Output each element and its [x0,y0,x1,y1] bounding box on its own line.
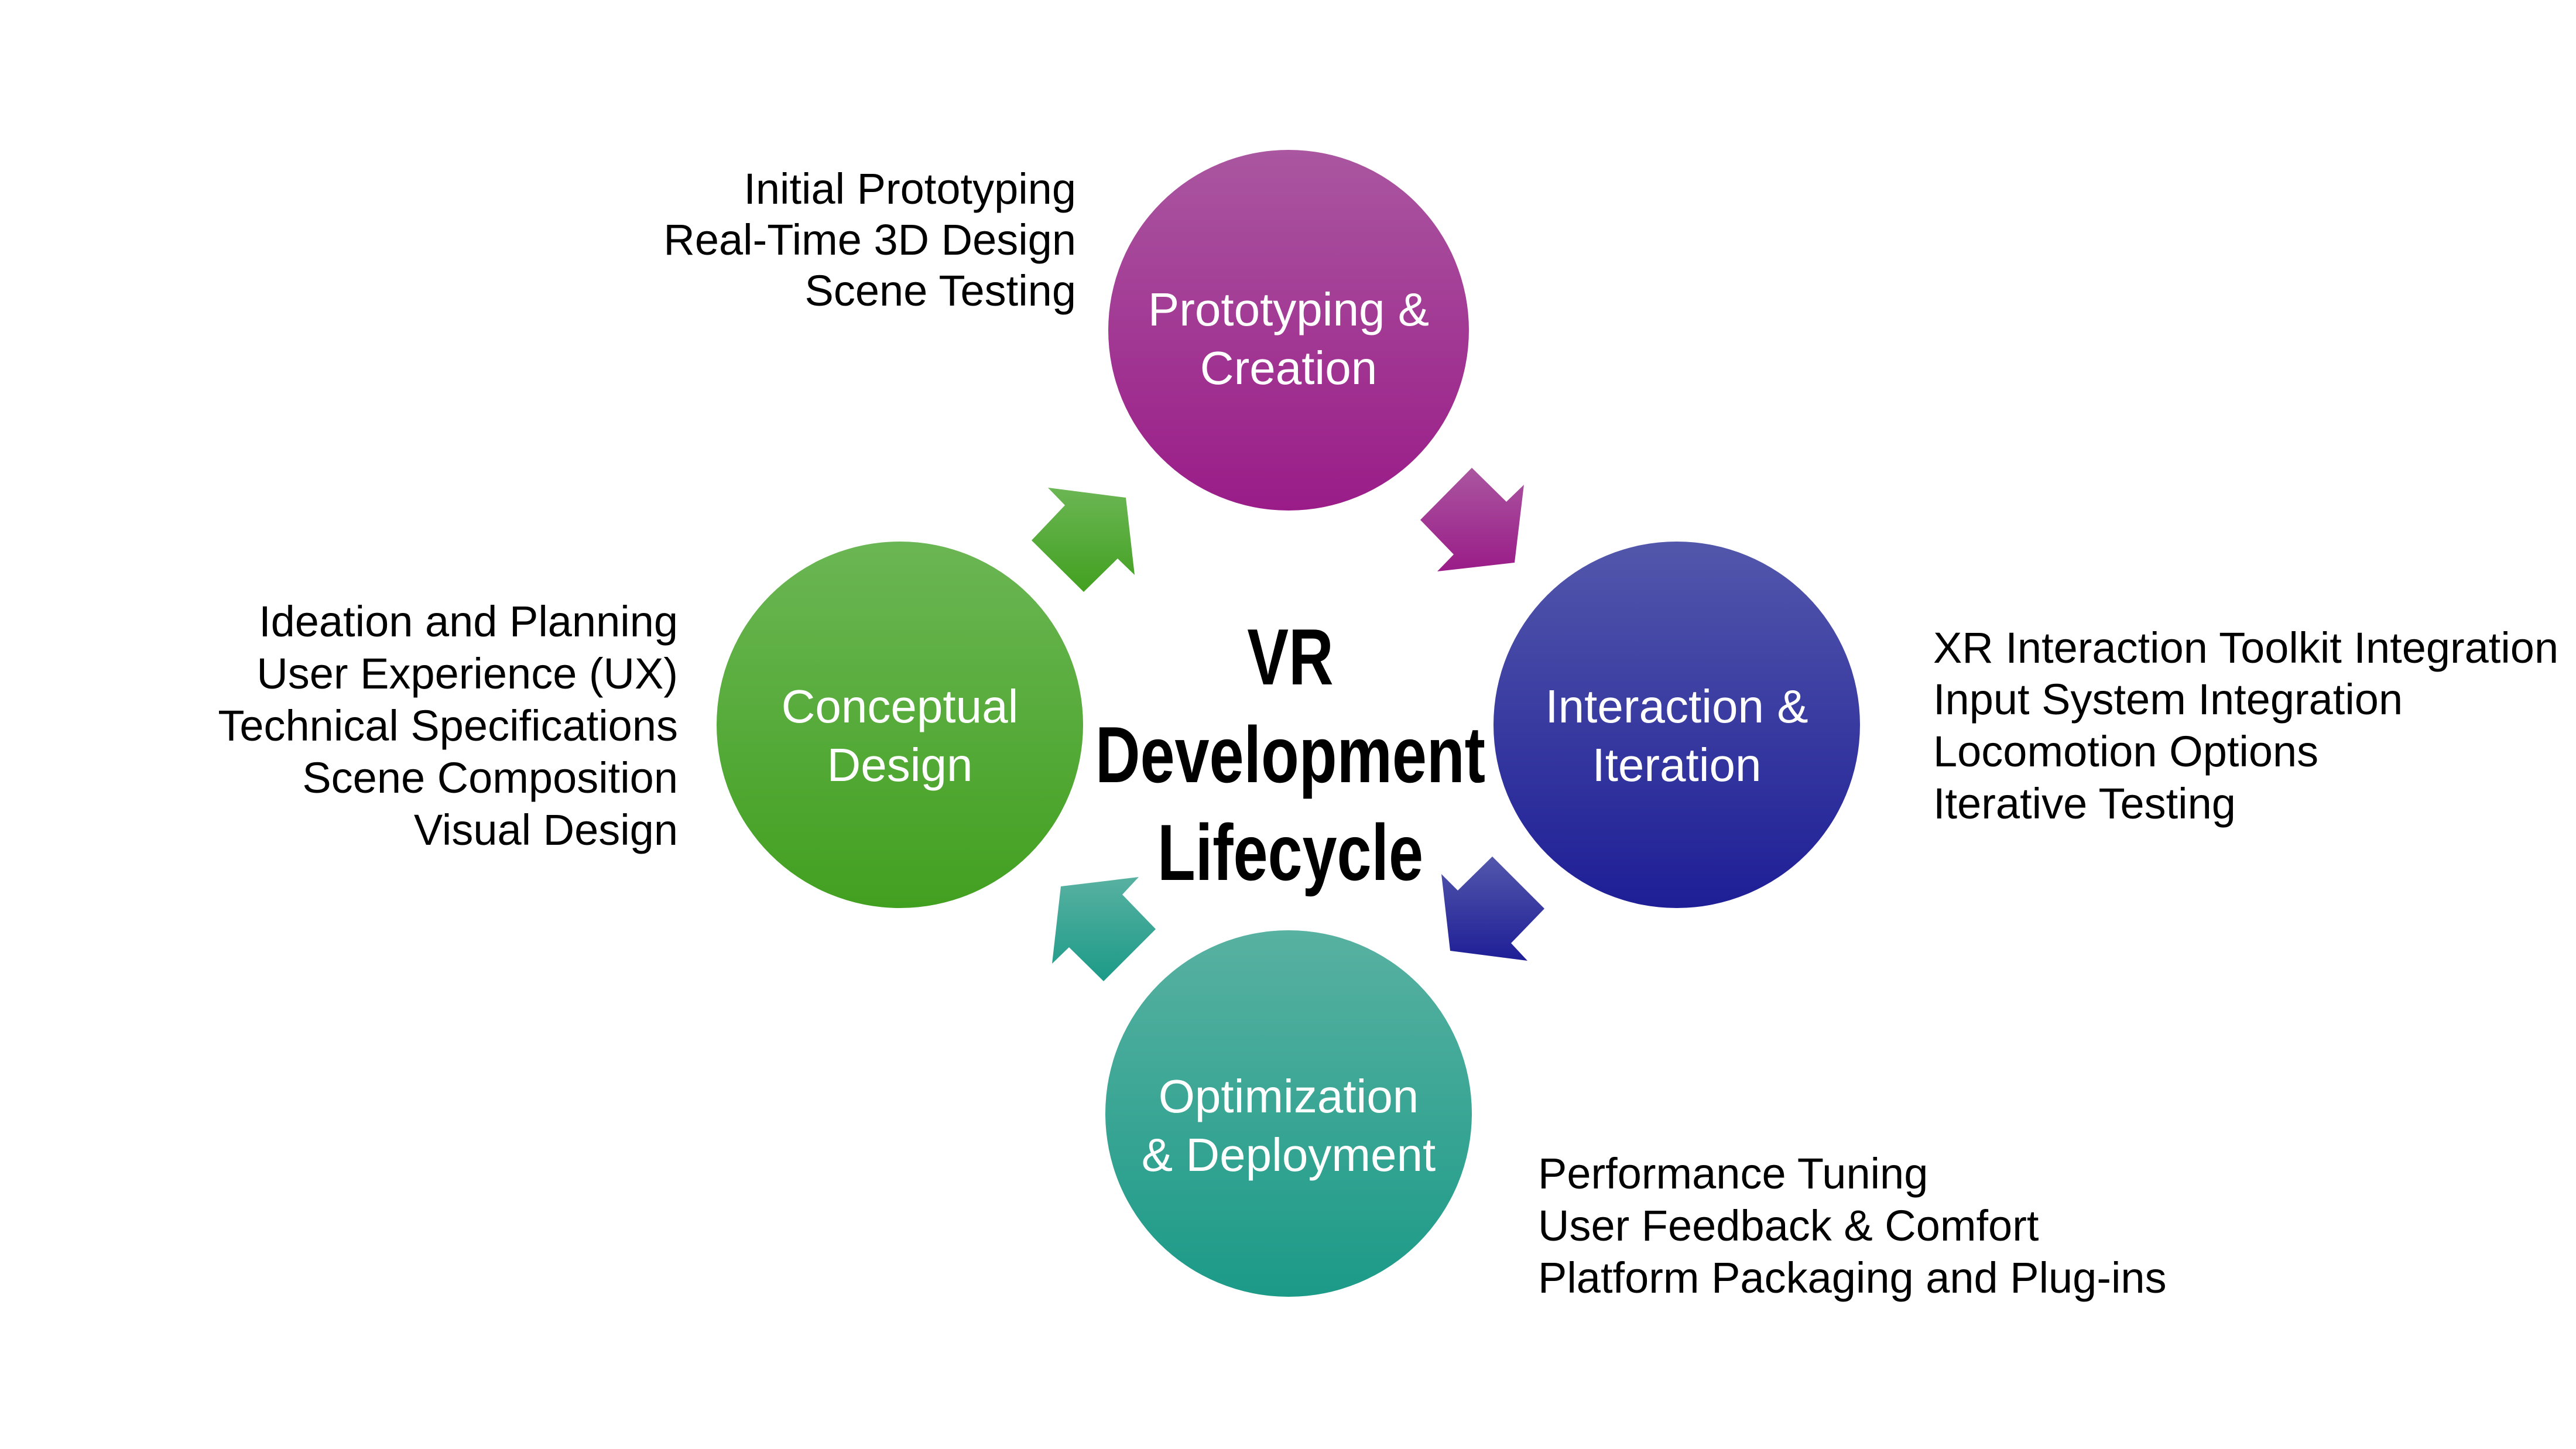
arrow-conceptual-to-prototyping [1032,488,1135,592]
stage-label-interaction-line1: Interaction & [1545,680,1808,732]
stage-circle-prototyping [1108,150,1469,511]
stage-optimization: Optimization & Deployment [1105,930,1472,1297]
detail-item: Input System Integration [1933,675,2403,724]
details-optimization: Performance Tuning User Feedback & Comfo… [1538,1149,2167,1302]
detail-item: Platform Packaging and Plug-ins [1538,1253,2167,1302]
stage-circle-interaction [1493,542,1860,908]
arrow-optimization-to-conceptual [1052,877,1156,981]
detail-item: Ideation and Planning [259,597,678,646]
detail-item: Initial Prototyping [744,165,1076,213]
stage-interaction: Interaction & Iteration [1493,542,1860,908]
stage-label-conceptual-line1: Conceptual [782,680,1019,732]
title-line-1: VR [1247,612,1333,701]
stage-circle-conceptual [717,542,1083,908]
title-line-2: Development [1095,710,1485,799]
stage-conceptual: Conceptual Design [717,542,1083,908]
title-line-3: Lifecycle [1157,808,1423,897]
stage-label-prototyping-line1: Prototyping & [1148,283,1429,335]
detail-item: Scene Testing [804,266,1076,315]
detail-item: Visual Design [414,806,678,854]
stage-label-optimization-line2: & Deployment [1142,1129,1436,1181]
stage-label-prototyping-line2: Creation [1200,342,1377,394]
detail-item: Scene Composition [302,753,678,802]
detail-item: XR Interaction Toolkit Integration [1933,624,2558,672]
arrow-interaction-to-optimization [1441,857,1544,961]
arrow-prototyping-to-interaction [1420,468,1524,571]
detail-item: User Experience (UX) [256,649,678,698]
detail-item: Real-Time 3D Design [663,215,1076,264]
diagram-title: VR Development Lifecycle [1095,612,1485,897]
stage-circle-optimization [1105,930,1472,1297]
stage-prototyping: Prototyping & Creation [1108,150,1469,511]
stage-label-optimization-line1: Optimization [1159,1070,1419,1122]
detail-item: Performance Tuning [1538,1149,1928,1198]
details-prototyping: Initial Prototyping Real-Time 3D Design … [663,165,1076,315]
stage-label-conceptual-line2: Design [827,739,972,791]
stage-label-interaction-line2: Iteration [1592,739,1761,791]
detail-item: Technical Specifications [218,701,678,750]
detail-item: User Feedback & Comfort [1538,1201,2039,1250]
details-conceptual: Ideation and Planning User Experience (U… [218,597,678,854]
detail-item: Iterative Testing [1933,779,2236,828]
details-interaction: XR Interaction Toolkit Integration Input… [1933,624,2558,828]
detail-item: Locomotion Options [1933,727,2318,776]
